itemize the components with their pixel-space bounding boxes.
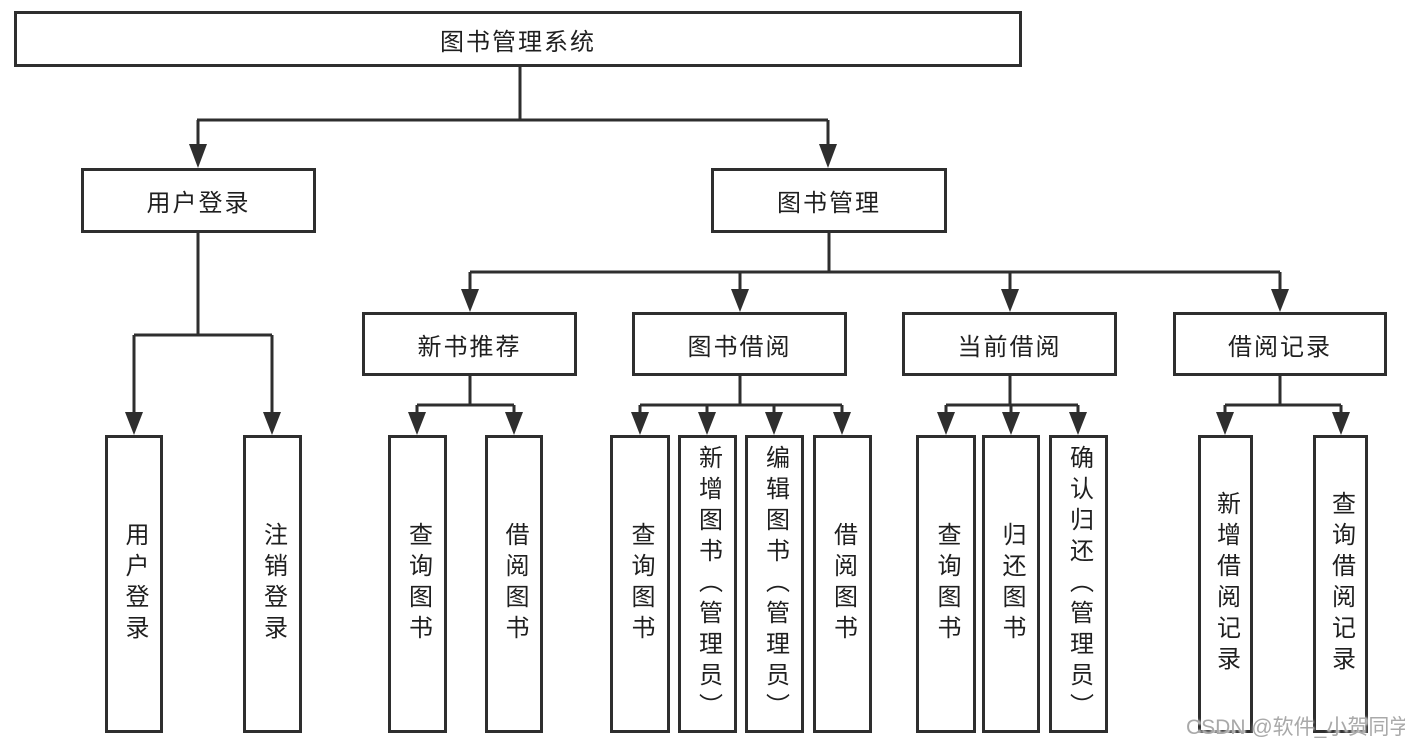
leaf-logout: 注销登录	[243, 435, 302, 733]
arrowhead	[505, 412, 523, 435]
node-label: 图书借阅	[687, 333, 792, 361]
arrowhead	[189, 144, 207, 168]
leaf-edit-book-admin: 编辑图书（管理员）	[745, 435, 804, 733]
arrowhead	[833, 412, 851, 435]
leaf-confirm-return-admin: 确认归还（管理员）	[1049, 435, 1108, 733]
leaf-borrow-books-recommend: 借阅图书	[485, 435, 543, 733]
node-system-root: 图书管理系统	[14, 11, 1022, 67]
node-label: 归还图书	[998, 522, 1025, 646]
connector-user-login-children	[125, 233, 281, 435]
node-label: 借阅图书	[501, 522, 528, 646]
node-label: 借阅图书	[829, 522, 857, 646]
node-label: 注销登录	[259, 522, 287, 646]
arrowhead	[1216, 412, 1234, 435]
arrowhead	[125, 412, 143, 435]
leaf-user-login: 用户登录	[105, 435, 163, 733]
connector-new-book-recommend-children	[408, 376, 523, 435]
arrowhead	[819, 144, 837, 168]
node-borrow-records: 借阅记录	[1173, 312, 1387, 376]
node-label: 用户登录	[146, 190, 251, 217]
leaf-add-book-admin: 新增图书（管理员）	[678, 435, 737, 733]
connector-book-management-children	[461, 233, 1289, 312]
node-label: 查询图书	[404, 522, 432, 646]
arrowhead	[631, 412, 649, 435]
node-book-management: 图书管理	[711, 168, 947, 233]
leaf-return-book: 归还图书	[982, 435, 1040, 733]
leaf-query-books-borrow: 查询图书	[610, 435, 670, 733]
leaf-query-borrow-record: 查询借阅记录	[1313, 435, 1368, 733]
arrowhead	[765, 412, 783, 435]
node-label: 新增图书（管理员）	[694, 444, 722, 724]
node-label: 编辑图书（管理员）	[761, 444, 789, 724]
node-label: 确认归还（管理员）	[1065, 444, 1093, 724]
connector-root-to-level2	[189, 67, 837, 168]
node-user-login: 用户登录	[81, 168, 316, 233]
connector-current-borrow-children	[937, 376, 1087, 435]
node-label: 用户登录	[121, 522, 148, 646]
node-label: 图书管理	[777, 190, 881, 217]
arrowhead	[1002, 412, 1020, 435]
arrowhead	[1271, 289, 1289, 312]
node-label: 图书管理系统	[440, 28, 596, 56]
node-label: 新增借阅记录	[1212, 491, 1240, 677]
arrowhead	[1069, 412, 1087, 435]
node-label: 新书推荐	[417, 333, 522, 361]
connector-book-borrow-children	[631, 376, 851, 435]
leaf-query-books-recommend: 查询图书	[388, 435, 447, 733]
arrowhead	[1001, 289, 1019, 312]
node-new-book-recommend: 新书推荐	[362, 312, 577, 376]
node-book-borrow: 图书借阅	[632, 312, 847, 376]
arrowhead	[461, 289, 479, 312]
node-label: 查询图书	[933, 522, 960, 646]
arrowhead	[408, 412, 426, 435]
arrowhead	[698, 412, 716, 435]
leaf-add-borrow-record: 新增借阅记录	[1198, 435, 1253, 733]
node-label: 当前借阅	[957, 333, 1062, 361]
node-label: 借阅记录	[1228, 333, 1332, 361]
connector-borrow-records-children	[1216, 376, 1350, 435]
arrowhead	[1332, 412, 1350, 435]
leaf-borrow-books: 借阅图书	[813, 435, 872, 733]
node-label: 查询图书	[627, 522, 654, 646]
arrowhead	[937, 412, 955, 435]
arrowhead	[263, 412, 281, 435]
node-label: 查询借阅记录	[1327, 491, 1355, 677]
csdn-watermark: CSDN @软件_小贺同学	[1186, 716, 1405, 739]
arrowhead	[731, 289, 749, 312]
leaf-query-books-current: 查询图书	[916, 435, 976, 733]
node-current-borrow: 当前借阅	[902, 312, 1117, 376]
